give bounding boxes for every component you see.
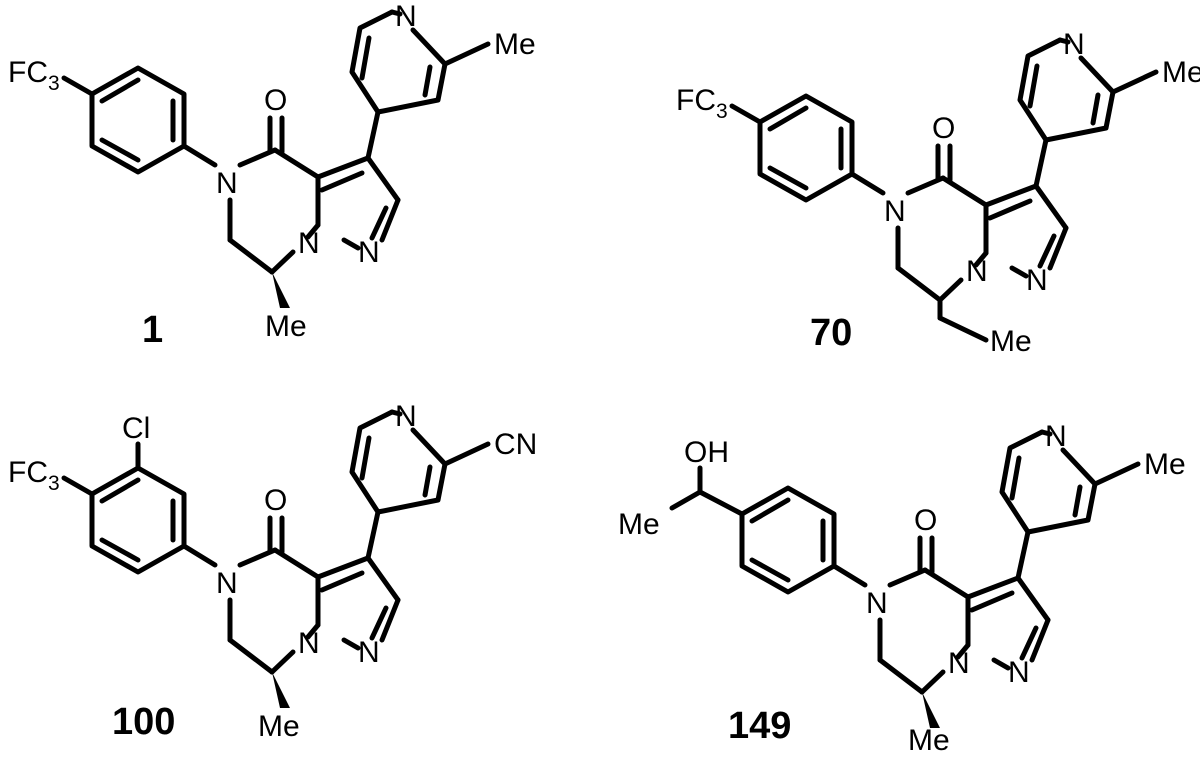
compound-label: 1	[142, 309, 163, 351]
o-label: O	[264, 84, 287, 117]
o-label: O	[914, 504, 937, 537]
n-label: N	[1026, 264, 1048, 297]
compound-1: FC3 N O N N N Me Me 1	[8, 0, 536, 351]
atom-labels: FC3 N O N N N Me Me	[676, 28, 1200, 358]
f-label: F	[8, 456, 26, 489]
me-label: Me	[265, 310, 307, 343]
compound-label: 149	[728, 705, 791, 747]
c-label: C	[26, 456, 48, 489]
structure-bonds	[61, 9, 491, 308]
n-label: N	[358, 236, 380, 269]
atom-labels: OH Me N O N N N Me Me	[618, 420, 1186, 757]
sub3-label: 3	[48, 72, 60, 95]
n-label: N	[298, 627, 320, 660]
o-label: O	[932, 112, 955, 145]
n-label: N	[395, 0, 417, 33]
me-label: Me	[908, 724, 950, 757]
structure-bonds	[669, 429, 1141, 728]
n-label: N	[395, 400, 417, 433]
me-label: Me	[990, 325, 1032, 358]
atom-labels: FC3 Cl N O N N N CN Me	[8, 400, 537, 743]
sub3-label: 3	[48, 472, 60, 495]
me-label: Me	[1144, 448, 1186, 481]
n-label: N	[966, 255, 988, 288]
n-label: N	[884, 195, 906, 228]
compound-label: 70	[810, 312, 852, 354]
atom-labels: FC3 N O N N N Me Me	[8, 0, 536, 343]
f-label: F	[676, 84, 694, 117]
structure-bonds	[729, 37, 1159, 343]
compound-label: 100	[112, 701, 175, 743]
c-label: C	[26, 56, 48, 89]
c-label: C	[694, 84, 716, 117]
cl-label: Cl	[122, 412, 150, 445]
oh-label: OH	[684, 436, 729, 469]
structure-bonds	[61, 409, 491, 708]
compound-100: FC3 Cl N O N N N CN Me 100	[8, 400, 537, 743]
sub3-label: 3	[716, 100, 728, 123]
compound-70: FC3 N O N N N Me Me 70	[676, 28, 1200, 358]
n-label: N	[1008, 656, 1030, 689]
svg-text:FC3: FC3	[8, 456, 60, 495]
me-label: Me	[494, 28, 536, 61]
n-label: N	[948, 647, 970, 680]
n-label: N	[866, 587, 888, 620]
n-label: N	[298, 227, 320, 260]
svg-text:FC3: FC3	[8, 56, 60, 95]
me-label: Me	[258, 710, 300, 743]
n-label: N	[358, 636, 380, 669]
f-label: F	[8, 56, 26, 89]
svg-text:FC3: FC3	[676, 84, 728, 123]
o-label: O	[264, 484, 287, 517]
n-label: N	[216, 567, 238, 600]
n-label: N	[1063, 28, 1085, 61]
n-label: N	[216, 167, 238, 200]
n-label: N	[1045, 420, 1067, 453]
compound-149: OH Me N O N N N Me Me 149	[618, 420, 1186, 757]
me-label: Me	[618, 508, 660, 541]
me-label: Me	[1162, 56, 1200, 89]
cn-label: CN	[494, 428, 537, 461]
